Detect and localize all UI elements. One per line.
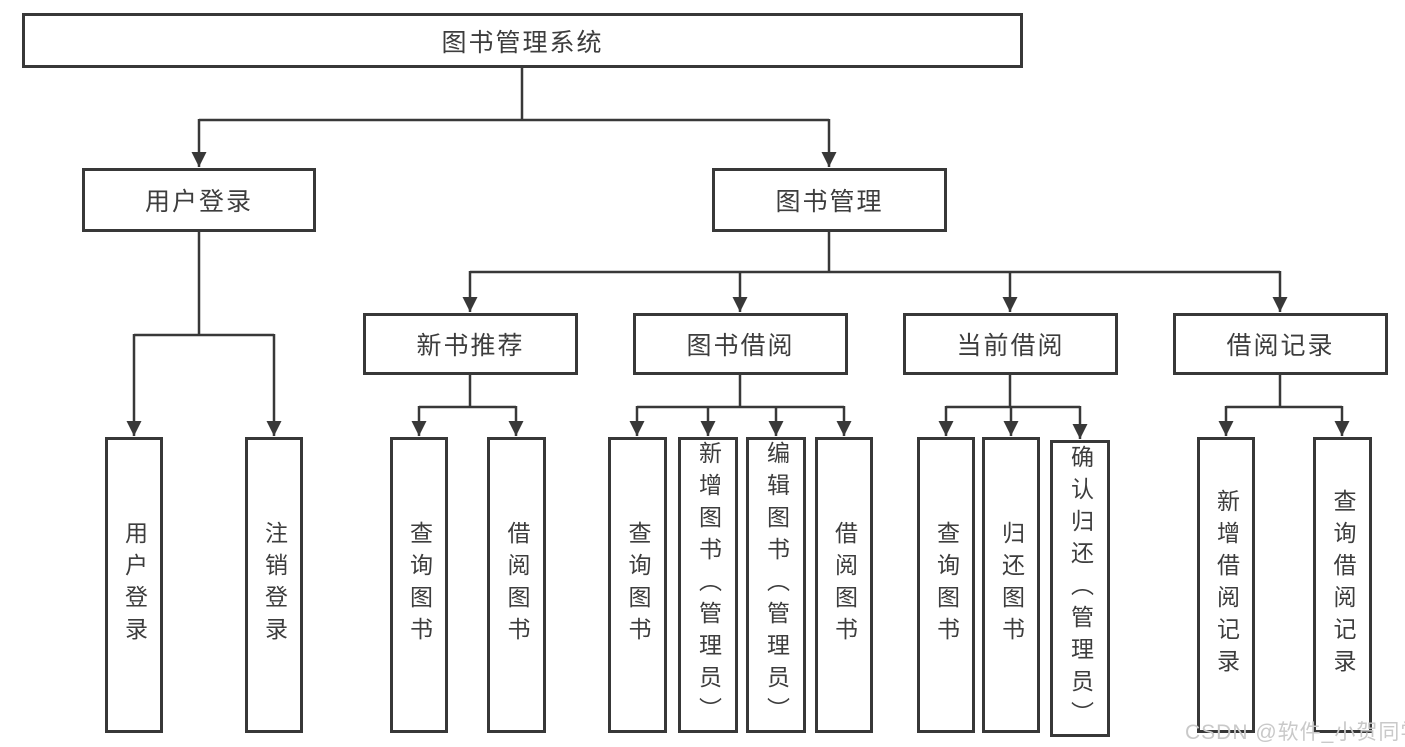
node-query-books-current: 查询图书 bbox=[917, 437, 975, 733]
node-query-borrow-record: 查询借阅记录 bbox=[1313, 437, 1372, 733]
connector-userlogin-stem bbox=[134, 231, 274, 337]
node-borrowing-records: 借阅记录 bbox=[1173, 313, 1388, 375]
node-confirm-return-admin: 确认归还（管理员） bbox=[1050, 440, 1110, 737]
node-library-management-system: 图书管理系统 bbox=[22, 13, 1023, 68]
node-borrow-books-newrec: 借阅图书 bbox=[487, 437, 546, 733]
node-new-book-recommendation: 新书推荐 bbox=[363, 313, 578, 375]
node-query-books-borrowing: 查询图书 bbox=[608, 437, 667, 733]
node-return-books: 归还图书 bbox=[982, 437, 1040, 733]
connector-newbookrec-stem bbox=[419, 375, 516, 409]
connector-bookborrow-stem bbox=[637, 375, 844, 409]
node-logout-login: 注销登录 bbox=[245, 437, 303, 733]
node-book-borrowing: 图书借阅 bbox=[633, 313, 848, 375]
connector-root-stem bbox=[199, 68, 829, 122]
node-user-login-module: 用户登录 bbox=[82, 168, 316, 232]
connector-currentborrow-stem bbox=[946, 375, 1080, 409]
node-book-management: 图书管理 bbox=[712, 168, 947, 232]
node-borrow-books-borrowing: 借阅图书 bbox=[815, 437, 873, 733]
node-add-borrow-record: 新增借阅记录 bbox=[1197, 437, 1255, 733]
node-edit-books-admin: 编辑图书（管理员） bbox=[746, 437, 806, 733]
watermark-text: CSDN @软件_小贺同学 bbox=[1185, 721, 1405, 744]
node-user-login: 用户登录 bbox=[105, 437, 163, 733]
node-current-borrowing: 当前借阅 bbox=[903, 313, 1118, 375]
connector-bookmgmt-stem bbox=[470, 231, 1280, 274]
node-query-books-newrec: 查询图书 bbox=[390, 437, 448, 733]
connector-borrowrecords-stem bbox=[1226, 375, 1342, 409]
node-add-books-admin: 新增图书（管理员） bbox=[678, 437, 738, 733]
